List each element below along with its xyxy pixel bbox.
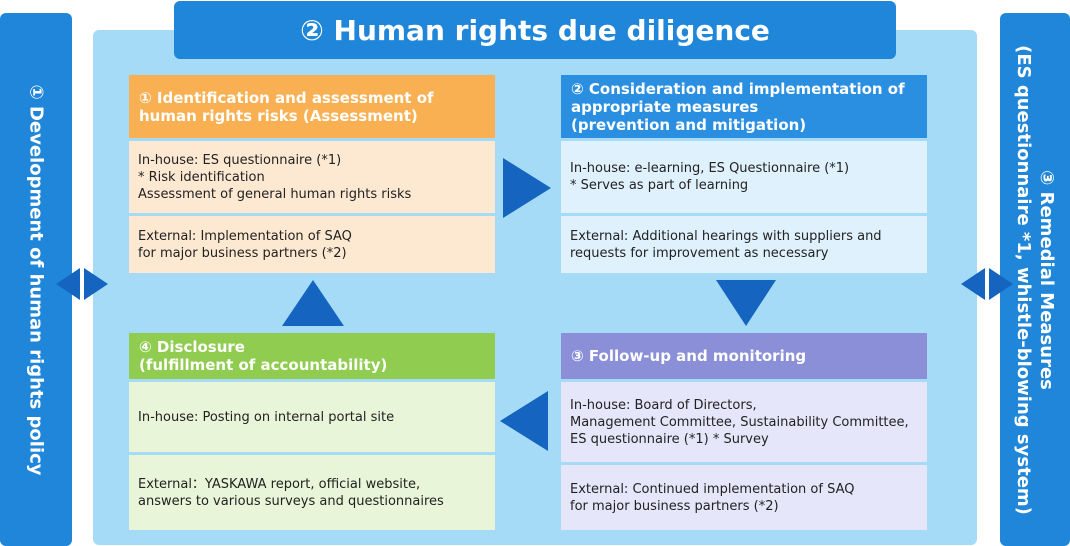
step2-external: External: Additional hearings with suppl… [570,228,882,261]
step2-external-box: External: Additional hearings with suppl… [561,216,927,273]
step3-inhouse: In-house: Board of Directors, Management… [570,397,909,447]
step4-external: External：YASKAWA report, official websit… [138,476,444,509]
policy-panel: ① Development of human rights policy [0,13,72,546]
step3-header: ③ Follow-up and monitoring [561,333,927,379]
step1-inhouse-box: In-house: ES questionnaire (*1) * Risk i… [129,141,495,213]
step4-title: ④ Disclosure (fulfillment of accountabil… [139,338,388,374]
step1-title: ① Identification and assessment of human… [139,88,434,125]
step4-inhouse: In-house: Posting on internal portal sit… [138,409,395,425]
step1-external: External: Implementation of SAQ for majo… [138,228,352,261]
remedial-panel-line1: ③ Remedial Measures [1036,169,1057,390]
arrow-up-icon [282,280,344,326]
step4-inhouse-box: In-house: Posting on internal portal sit… [129,382,495,452]
step4-header: ④ Disclosure (fulfillment of accountabil… [129,333,495,379]
step1-external-box: External: Implementation of SAQ for majo… [129,216,495,273]
step3-title: ③ Follow-up and monitoring [571,347,807,365]
step4-external-box: External：YASKAWA report, official websit… [129,455,495,530]
arrow-right-icon [503,158,551,218]
step2-header: ② Consideration and implementation of ap… [561,75,927,138]
arrow-left-icon [500,391,548,451]
remedial-link-arrows-icon [961,268,1013,300]
remedial-panel-line2: (ES questionnaire *1, whistle-blowing sy… [1013,44,1034,515]
step1-inhouse: In-house: ES questionnaire (*1) * Risk i… [138,152,412,202]
step3-external: External: Continued implementation of SA… [570,481,855,514]
step2-inhouse-box: In-house: e-learning, ES Questionnaire (… [561,141,927,213]
remedial-panel: ③ Remedial Measures (ES questionnaire *1… [1000,13,1070,546]
step2-title: ② Consideration and implementation of ap… [571,79,905,134]
step3-external-box: External: Continued implementation of SA… [561,465,927,530]
step1-header: ① Identification and assessment of human… [129,75,495,138]
arrow-down-icon [716,280,776,326]
policy-link-arrows-icon [56,268,108,300]
step2-inhouse: In-house: e-learning, ES Questionnaire (… [570,161,850,193]
main-title: ② Human rights due diligence [174,1,896,59]
step3-inhouse-box: In-house: Board of Directors, Management… [561,382,927,462]
policy-panel-text: ① Development of human rights policy [25,83,47,476]
remedial-panel-text: ③ Remedial Measures (ES questionnaire *1… [1012,45,1058,515]
